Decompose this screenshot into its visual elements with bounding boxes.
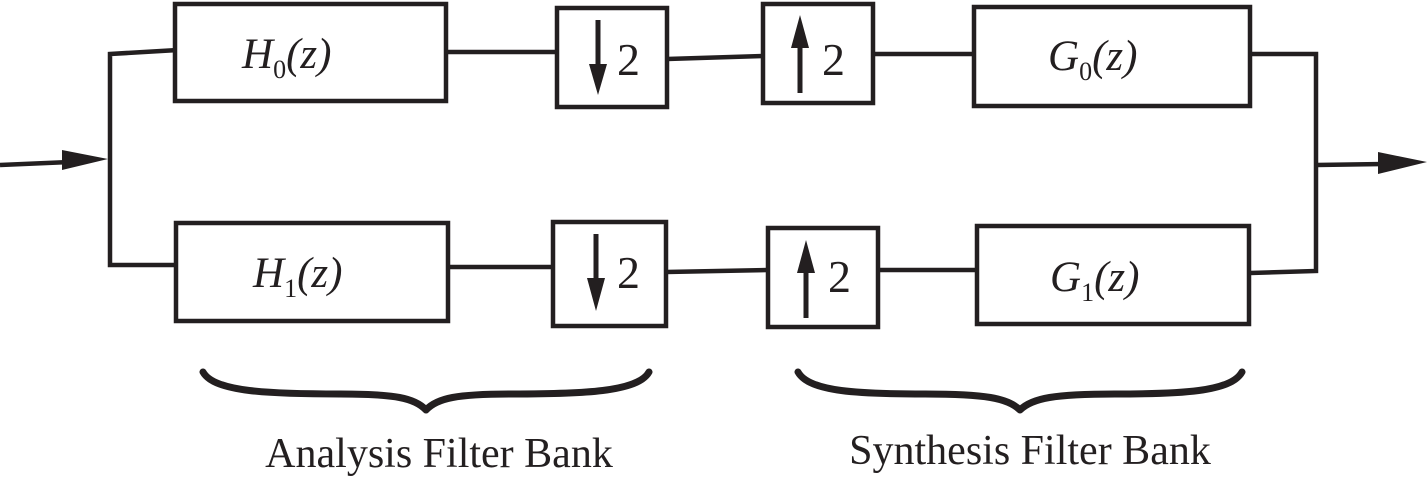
input-line [0,159,71,168]
filter-block-h1: H1(z) [173,220,451,324]
signal-wires [0,47,1427,276]
up-arrow-icon [797,240,815,273]
wire-down-up-top [666,53,764,62]
filter-block-g0: G0(z) [971,4,1253,109]
downsampler-top-factor: 2 [617,34,640,85]
upsampler-top: 2 [760,1,876,106]
downsampler-top: 2 [554,5,670,110]
input-arrowhead [62,150,108,170]
filter-block-g1: G1(z) [974,223,1252,327]
downsampler-bottom-factor: 2 [617,247,640,298]
upsampler-bottom-factor: 2 [828,251,851,302]
merge-bus [1249,51,1319,276]
filter-g0-label: G0(z) [1048,33,1137,86]
filter-h1-label: H1(z) [252,250,342,303]
up-arrow-icon [791,15,809,48]
analysis-filter-bank-label: Analysis Filter Bank [265,431,613,477]
filter-g1-label: G1(z) [1050,254,1139,307]
downsampler-bottom: 2 [550,219,669,329]
filter-h0-label: H0(z) [241,31,331,84]
down-arrow-icon [587,278,605,311]
filter-block-h0: H0(z) [172,1,449,104]
split-bus [107,47,179,268]
synthesis-brace [794,368,1246,414]
down-arrow-icon [589,64,607,95]
output-line [1315,161,1385,168]
upsampler-top-factor: 2 [822,34,845,85]
output-arrowhead [1378,152,1427,174]
synthesis-filter-bank-label: Synthesis Filter Bank [849,428,1211,474]
analysis-brace [199,368,653,414]
upsampler-bottom: 2 [765,225,881,330]
wire-down-up-bottom [665,267,769,275]
